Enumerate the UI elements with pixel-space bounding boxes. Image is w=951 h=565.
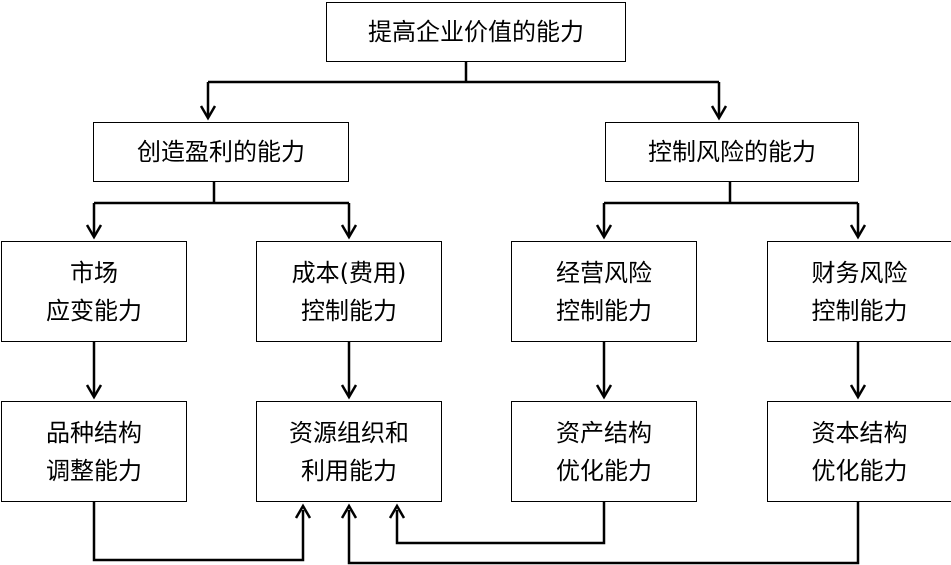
- node-label-line2: 应变能力: [46, 296, 142, 325]
- node-label-line2: 利用能力: [301, 456, 397, 485]
- node-label-line2: 优化能力: [556, 456, 652, 485]
- node-capital-structure: 资本结构 优化能力: [767, 401, 951, 502]
- node-cost-control: 成本(费用) 控制能力: [256, 241, 442, 342]
- node-label-line2: 控制能力: [301, 296, 397, 325]
- node-label-line1: 资产结构: [556, 418, 652, 447]
- node-label-line2: 调整能力: [46, 456, 142, 485]
- node-market-adaptability: 市场 应变能力: [1, 241, 187, 342]
- node-label: 创造盈利的能力: [137, 138, 305, 166]
- node-resource-organization: 资源组织和 利用能力: [256, 401, 442, 502]
- node-enterprise-value: 提高企业价值的能力: [326, 2, 626, 62]
- node-label-line1: 资本结构: [811, 418, 908, 447]
- node-label-line1: 市场: [70, 258, 118, 287]
- node-financial-risk-control: 财务风险 控制能力: [767, 241, 951, 342]
- node-label-line1: 品种结构: [46, 418, 142, 447]
- connector-capital-feedback: [347, 502, 860, 565]
- node-product-mix-adjustment: 品种结构 调整能力: [1, 401, 187, 502]
- connector-variety-feedback: [92, 502, 305, 562]
- node-risk-control-ability: 控制风险的能力: [605, 122, 859, 182]
- node-label-line2: 优化能力: [811, 456, 908, 485]
- arrowheads: [85, 105, 867, 519]
- node-label-line1: 经营风险: [556, 258, 652, 287]
- connector-risk-abilities: [602, 182, 860, 235]
- node-label-line1: 财务风险: [811, 258, 908, 287]
- node-profit-ability: 创造盈利的能力: [93, 122, 349, 182]
- node-label-line1: 资源组织和: [289, 418, 409, 447]
- node-label-line2: 控制能力: [811, 296, 908, 325]
- node-label: 提高企业价值的能力: [368, 18, 584, 46]
- node-operating-risk-control: 经营风险 控制能力: [511, 241, 697, 342]
- connector-asset-feedback: [395, 502, 606, 545]
- node-label-line1: 成本(费用): [291, 258, 407, 287]
- node-label: 控制风险的能力: [648, 138, 816, 166]
- connector-root-branches: [206, 62, 721, 116]
- connector-profit-abilities: [92, 182, 351, 235]
- node-asset-structure: 资产结构 优化能力: [511, 401, 697, 502]
- node-label-line2: 控制能力: [556, 296, 652, 325]
